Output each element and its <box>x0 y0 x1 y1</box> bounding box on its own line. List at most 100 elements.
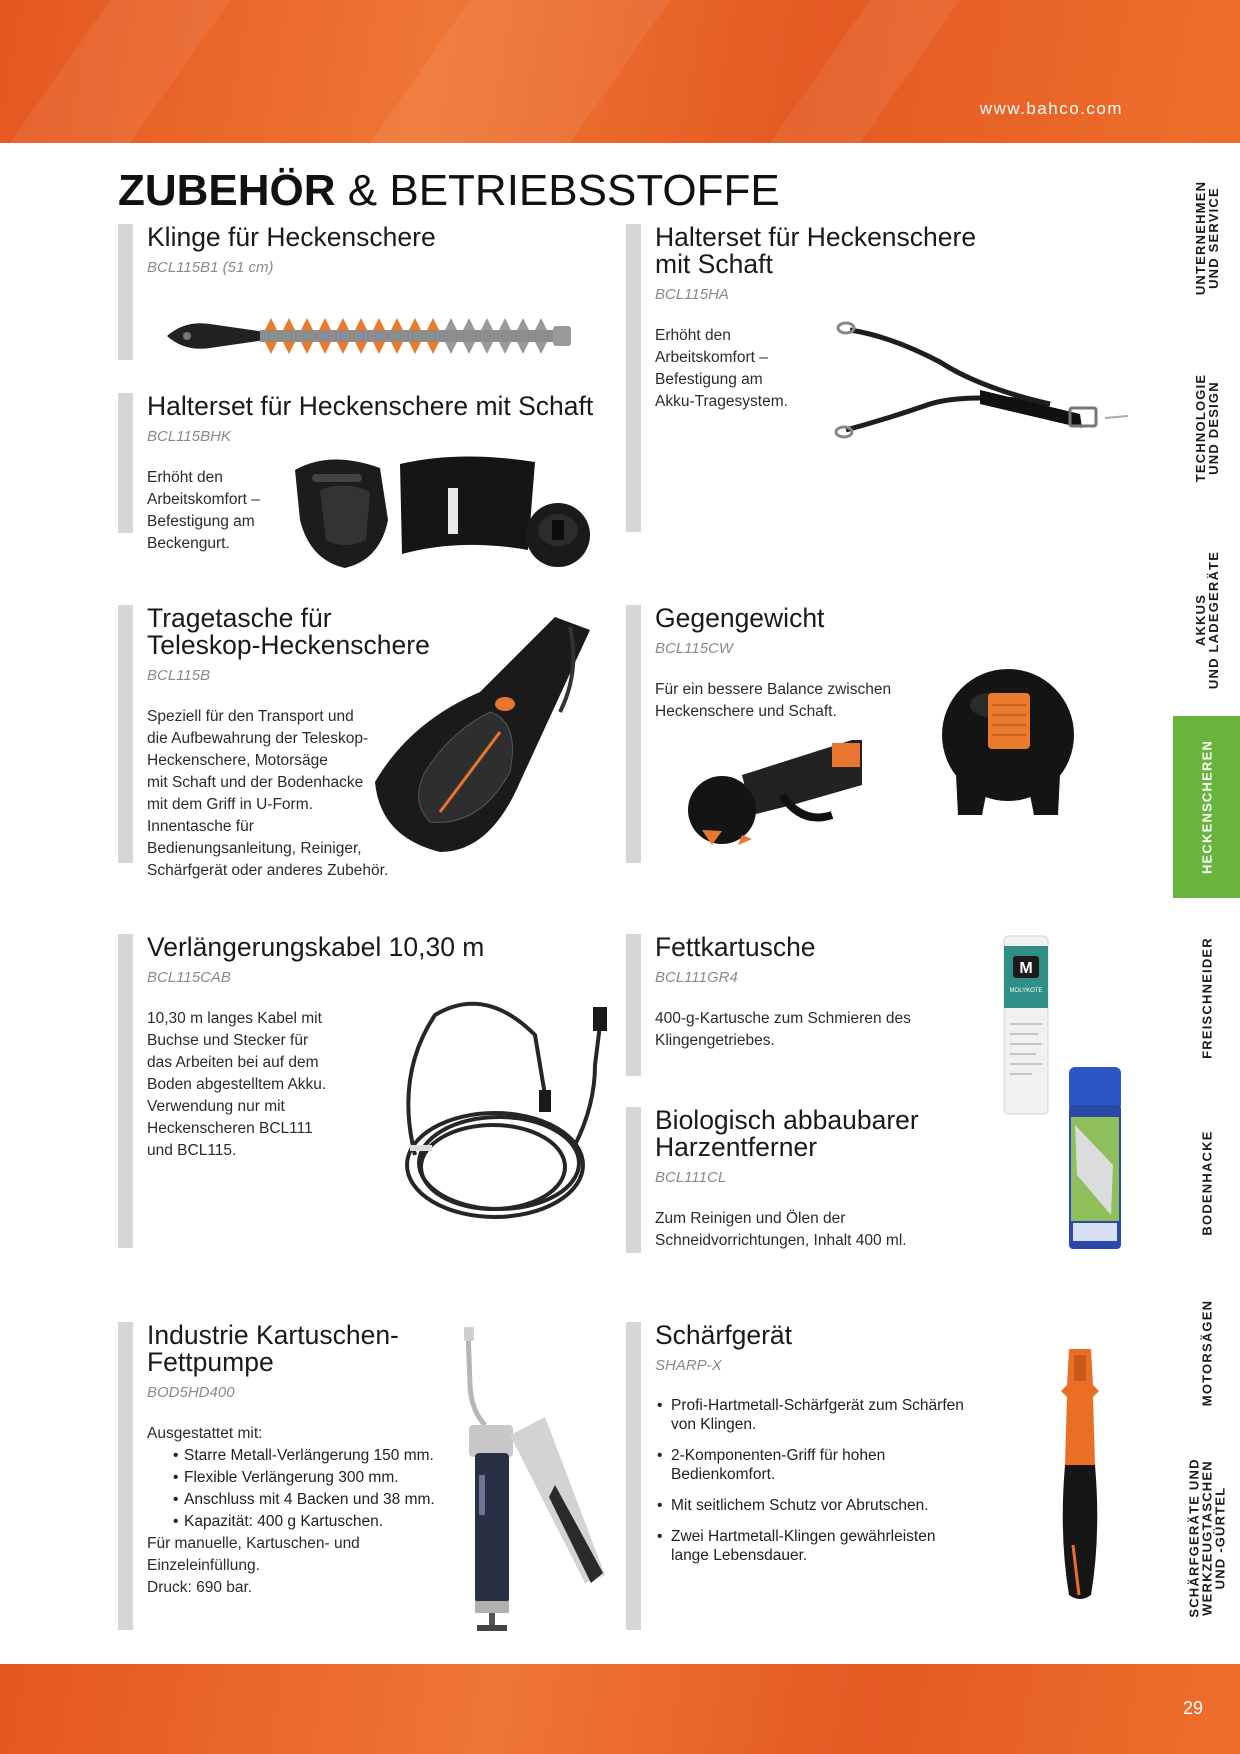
product-title: Klinge für Heckenschere <box>147 222 436 252</box>
sidebar-item-label: FREISCHNEIDER <box>1199 937 1214 1059</box>
product-title: Industrie Kartuschen- Fettpumpe <box>147 1322 435 1376</box>
product-code: BCL115CAB <box>147 969 231 986</box>
title-line: Industrie Kartuschen- <box>147 1320 399 1350</box>
product-title: Biologisch abbaubarer Harzentferner <box>655 1107 919 1161</box>
product-gegengewicht: Gegengewicht BCL115CW Für ein bessere Ba… <box>626 605 1166 863</box>
sidebar-item-bodenhacke[interactable]: BODENHACKE <box>1173 1098 1240 1268</box>
product-code: BCL111GR4 <box>655 969 738 986</box>
product-gegengewicht-content: Gegengewicht BCL115CW Für ein bessere Ba… <box>655 605 891 723</box>
desc-line: Speziell für den Transport und <box>147 708 354 725</box>
page-title-bold: ZUBEHÖR <box>118 166 336 215</box>
desc-line: mit dem Griff in U-Form. <box>147 796 313 813</box>
product-title: Halterset für Heckenschere mit Schaft <box>655 224 976 278</box>
product-title: Fettkartusche <box>655 932 816 962</box>
header-streak <box>769 0 961 143</box>
product-tragetasche: Tragetasche für Teleskop-Heckenschere BC… <box>118 605 618 879</box>
product-schaerf-content: Schärfgerät SHARP-X Profi-Hartmetall-Sch… <box>655 1322 964 1577</box>
list-item: Mit seitlichem Schutz vor Abrutschen. <box>655 1496 964 1515</box>
desc-line: Innentasche für <box>147 818 254 835</box>
sidebar-item-label: MOTORSÄGEN <box>1199 1299 1214 1407</box>
list-item: Starre Metall-Verlängerung 150 mm. <box>173 1445 435 1467</box>
page-title: ZUBEHÖR & BETRIEBSSTOFFE <box>118 166 780 216</box>
desc-line: Für manuelle, Kartuschen- und <box>147 1535 360 1552</box>
desc-line: Bedienungsanleitung, Reiniger, <box>147 840 362 857</box>
product-code: BCL115BHK <box>147 428 231 445</box>
desc-line: Buchse und Stecker für <box>147 1032 309 1049</box>
product-kabel-content: Verlängerungskabel 10,30 m BCL115CAB 10,… <box>147 934 484 1162</box>
header-streak <box>369 0 671 143</box>
resin-remover-spray-image <box>1069 1067 1121 1249</box>
desc-line: 400-g-Kartusche zum Schmieren des <box>655 1010 911 1027</box>
product-code: BCL115B <box>147 667 211 684</box>
product-harz: Biologisch abbaubarer Harzentferner BCL1… <box>626 1107 1166 1253</box>
molykote-mark: M <box>1019 960 1032 977</box>
section-bar <box>118 934 133 1248</box>
desc-line: Akku-Tragesystem. <box>655 393 788 410</box>
carry-bag-image <box>375 617 590 852</box>
sidebar-item-freischneider[interactable]: FREISCHNEIDER <box>1173 898 1240 1098</box>
section-bar <box>626 224 641 532</box>
product-klinge-content: Klinge für Heckenschere BCL115B1 (51 cm) <box>147 222 436 277</box>
desc-line: Für ein bessere Balance zwischen <box>655 681 892 698</box>
product-description: Erhöht den Arbeitskomfort – Befestigung … <box>147 467 607 555</box>
desc-line: Klingengetriebes. <box>655 1032 775 1049</box>
desc-line: das Arbeiten bei auf dem <box>147 1054 319 1071</box>
feature-list: Profi-Hartmetall-Schärfgerät zum Schärfe… <box>655 1396 964 1565</box>
desc-line: Einzeleinfüllung. <box>147 1557 260 1574</box>
desc-line: Schärfgerät oder anderes Zubehör. <box>147 862 389 879</box>
title-line: Fettpumpe <box>147 1347 274 1377</box>
feature-line: Mit seitlichem Schutz vor Abrutschen. <box>671 1497 929 1514</box>
desc-line: Befestigung am <box>655 371 763 388</box>
desc-line: Erhöht den <box>147 469 223 486</box>
list-item: Profi-Hartmetall-Schärfgerät zum Schärfe… <box>655 1396 964 1434</box>
product-harz-content: Biologisch abbaubarer Harzentferner BCL1… <box>655 1107 919 1252</box>
sidebar-item-label: BODENHACKE <box>1199 1130 1214 1236</box>
feature-line: Zwei Hartmetall-Klingen gewährleisten <box>671 1528 936 1545</box>
product-halterset-trage: Halterset für Heckenschere mit Schaft BC… <box>626 224 1166 532</box>
title-line: Biologisch abbaubarer <box>655 1105 919 1135</box>
product-description: Speziell für den Transport und die Aufbe… <box>147 706 430 882</box>
header-streak <box>9 0 231 143</box>
product-title: Verlängerungskabel 10,30 m <box>147 932 485 962</box>
grease-gun-image <box>464 1327 605 1631</box>
label-line: UND DESIGN <box>1205 381 1221 475</box>
belt-holder-image <box>295 456 590 568</box>
title-line: Harzentferner <box>655 1132 818 1162</box>
counterweight-ball-image <box>942 669 1074 815</box>
molykote-brand: MOLYKOTE <box>1010 988 1043 994</box>
extension-cable-image <box>405 1001 607 1219</box>
product-code: BCL115HA <box>655 286 729 303</box>
feature-line: von Klingen. <box>671 1416 757 1433</box>
section-bar <box>118 224 133 360</box>
product-pumpe: Industrie Kartuschen- Fettpumpe BOD5HD40… <box>118 1322 618 1630</box>
product-code: BCL111CL <box>655 1169 727 1186</box>
title-line: Halterset für Heckenschere <box>655 222 977 252</box>
product-halterset-trage-content: Halterset für Heckenschere mit Schaft BC… <box>655 224 976 413</box>
desc-line: die Aufbewahrung der Teleskop- <box>147 730 369 747</box>
sidebar-item-heckenscheren[interactable]: HECKENSCHEREN <box>1173 716 1240 898</box>
website-link[interactable]: www.bahco.com <box>979 99 1123 118</box>
product-schaerf: Schärfgerät SHARP-X Profi-Hartmetall-Sch… <box>626 1322 1166 1630</box>
list-item: Zwei Hartmetall-Klingen gewährleistenlan… <box>655 1527 964 1565</box>
equipment-list: Starre Metall-Verlängerung 150 mm. Flexi… <box>173 1445 435 1533</box>
footer-banner: 29 <box>0 1664 1240 1754</box>
product-halterset-gurt: Halterset für Heckenschere mit Schaft BC… <box>118 393 598 552</box>
sharpener-image <box>1061 1349 1099 1599</box>
hedge-blade-image <box>167 318 571 354</box>
product-title: Gegengewicht <box>655 603 825 633</box>
desc-line: Heckenschere und Schaft. <box>655 703 837 720</box>
desc-line: mit Schaft und der Bodenhacke <box>147 774 364 791</box>
carry-strap-image <box>834 321 1129 439</box>
sidebar-item-motorsaegen[interactable]: MOTORSÄGEN <box>1173 1268 1240 1438</box>
desc-line: Heckenscheren BCL111 <box>147 1120 313 1137</box>
list-item: Anschluss mit 4 Backen und 38 mm. <box>173 1489 435 1511</box>
counterweight-mounted-image <box>688 740 862 845</box>
product-halterset-gurt-content: Halterset für Heckenschere mit Schaft BC… <box>147 393 607 555</box>
